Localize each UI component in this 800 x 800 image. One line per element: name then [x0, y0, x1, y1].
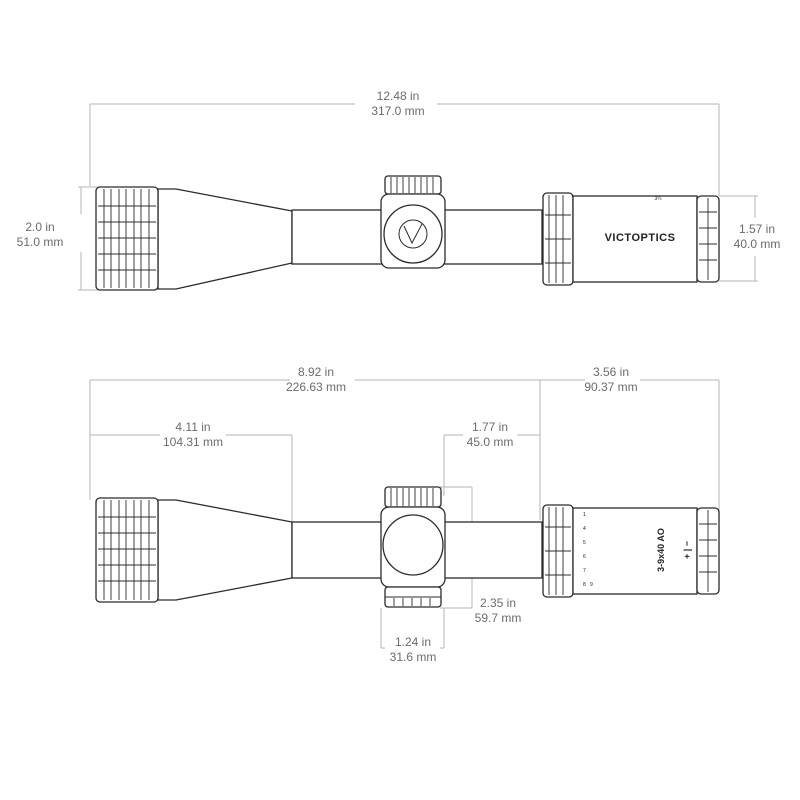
side-elevation-knurling [390, 488, 434, 506]
side-objective-ring [95, 497, 159, 603]
turret-to-rear-imperial: 3.56 in [593, 365, 629, 379]
turret-base-imperial: 1.24 in [395, 635, 431, 649]
eyepiece-diameter-metric: 40.0 mm [734, 237, 781, 251]
model-label: 3-9x40 AO [656, 528, 666, 572]
top-objective-bell [157, 188, 293, 290]
top-power-ring-knurling [545, 195, 571, 283]
plus-minus-label: + | − [682, 541, 692, 559]
turret-base-metric: 31.6 mm [390, 650, 437, 664]
power-mark-7: 7 [583, 568, 586, 574]
top-eyepiece-body [572, 195, 698, 283]
objective-diameter-imperial: 2.0 in [25, 220, 54, 234]
power-mark-6: 6 [583, 554, 586, 560]
power-mark-4: 4 [583, 526, 586, 532]
brand-logo-v-icon [403, 223, 423, 245]
eyepiece-diameter-dimension: 1.57 in 40.0 mm [719, 195, 781, 282]
power-mark-8: 8 [583, 582, 586, 588]
side-power-ring-knurling [545, 507, 571, 595]
overall-length-metric: 317.0 mm [371, 104, 424, 118]
side-mark: 3¼ [655, 196, 663, 202]
turret-base-dimension: 1.24 in 31.6 mm [380, 608, 445, 664]
side-objective-knurling [98, 500, 156, 600]
power-mark-9: 9 [590, 582, 593, 588]
turret-housing-dimension: 1.77 in 45.0 mm [443, 420, 540, 496]
power-mark-5: 5 [583, 540, 586, 546]
overall-length-dimension: 12.48 in 317.0 mm [89, 89, 720, 196]
brand-label: VICTOPTICS [605, 232, 676, 244]
turret-height-dimension: 2.35 in 59.7 mm [440, 486, 522, 625]
eyepiece-diameter-imperial: 1.57 in [739, 222, 775, 236]
top-objective-ring [95, 186, 159, 291]
turret-to-rear-metric: 90.37 mm [584, 380, 637, 394]
top-objective-knurling [98, 189, 156, 288]
objective-section-metric: 104.31 mm [163, 435, 223, 449]
power-mark-1: 1 [583, 512, 586, 518]
brand-logo-icon [398, 219, 428, 249]
top-elevation-knurling [390, 177, 434, 193]
objective-section-dimension: 4.11 in 104.31 mm [90, 420, 293, 522]
front-to-turret-dimension: 8.92 in 226.63 mm [89, 365, 540, 500]
overall-length-imperial: 12.48 in [377, 89, 420, 103]
objective-section-imperial: 4.11 in [175, 420, 210, 434]
side-objective-bell [157, 499, 293, 601]
side-windage-cap [382, 514, 444, 576]
top-scope-view: 12.48 in 317.0 mm 2.0 in 51.0 mm 1.57 in… [17, 89, 781, 291]
top-windage-cap [383, 204, 443, 264]
turret-to-rear-dimension: 3.56 in 90.37 mm [539, 365, 720, 520]
objective-diameter-metric: 51.0 mm [17, 235, 64, 249]
side-diopter-knurling [699, 510, 717, 592]
front-to-turret-imperial: 8.92 in [298, 365, 334, 379]
side-eyepiece-body [572, 507, 698, 595]
turret-housing-imperial: 1.77 in [472, 420, 508, 434]
turret-height-imperial: 2.35 in [480, 596, 516, 610]
front-to-turret-metric: 226.63 mm [286, 380, 346, 394]
top-scope-body: VICTOPTICS 3¼ [95, 175, 720, 291]
side-scope-body: 1 4 5 6 7 8 9 3-9x40 AO + | − [95, 486, 720, 608]
turret-height-metric: 59.7 mm [475, 611, 522, 625]
side-lower-cap-knurling [385, 596, 441, 606]
top-diopter-knurling [699, 198, 717, 280]
objective-diameter-dimension: 2.0 in 51.0 mm [17, 186, 98, 291]
side-scope-view: 8.92 in 226.63 mm 3.56 in 90.37 mm 4.11 … [89, 365, 720, 664]
turret-housing-metric: 45.0 mm [467, 435, 514, 449]
